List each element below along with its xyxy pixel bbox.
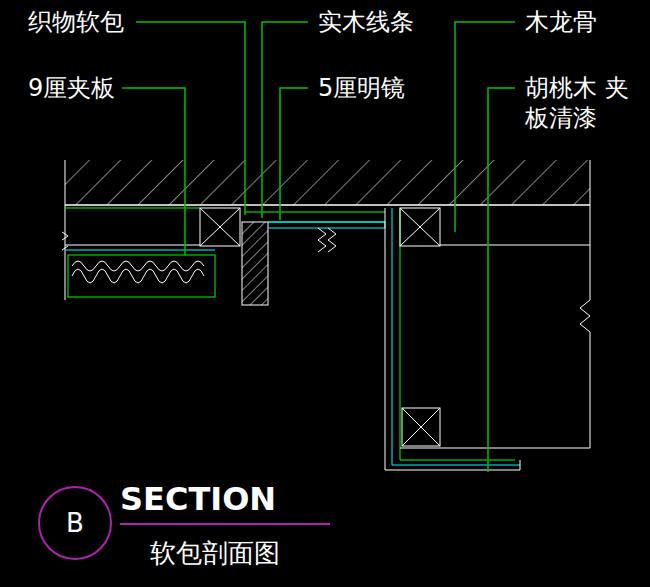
drawing-caption: 软包剖面图 [150, 536, 280, 571]
section-marker-circle: B [38, 486, 112, 560]
section-title: SECTION [120, 480, 276, 518]
part-label: 5厘明镜 [318, 73, 405, 103]
section-letter: B [66, 508, 84, 538]
part-label: 织物软包 [28, 7, 124, 37]
part-label: 实木线条 [318, 7, 414, 37]
part-label: 木龙骨 [525, 7, 597, 37]
part-label: 胡桃木 夹板清漆 [525, 73, 637, 133]
part-label: 9厘夹板 [28, 73, 115, 103]
